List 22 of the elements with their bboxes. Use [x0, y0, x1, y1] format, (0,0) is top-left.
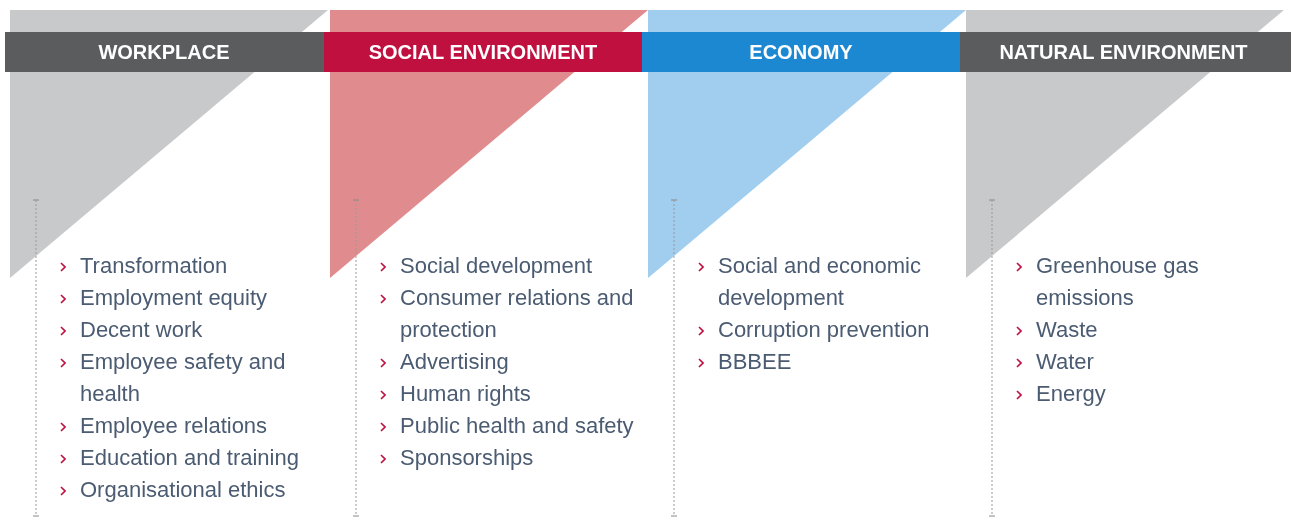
list-item-text: Waste — [1036, 317, 1098, 342]
list-item-text: Employee safety and health — [80, 349, 286, 406]
list-item-text: Energy — [1036, 381, 1106, 406]
list-item-text: BBBEE — [718, 349, 792, 374]
list-item-text: Decent work — [80, 317, 203, 342]
list-item-text: Corruption prevention — [718, 317, 930, 342]
list-item-text: Employment equity — [80, 285, 268, 310]
list-item-text: Social development — [400, 253, 592, 278]
list-item-text: Greenhouse gas emissions — [1036, 253, 1199, 310]
list-item-text: Organisational ethics — [80, 477, 286, 502]
column-heading: ECONOMY — [642, 32, 960, 72]
list-item-text: Education and training — [80, 445, 299, 470]
list-item-text: Water — [1036, 349, 1094, 374]
column-heading: SOCIAL ENVIRONMENT — [324, 32, 642, 72]
list-item-text: Employee relations — [80, 413, 268, 438]
list-item-text: Social and economic development — [718, 253, 921, 310]
list-item-text: Advertising — [400, 349, 509, 374]
list-item-text: Sponsorships — [400, 445, 534, 470]
list-item-text: Consumer relations and protection — [400, 285, 634, 342]
list-item-text: Transformation — [80, 253, 228, 278]
list-item-text: Human rights — [400, 381, 531, 406]
list-item-text: Public health and safety — [400, 413, 634, 438]
